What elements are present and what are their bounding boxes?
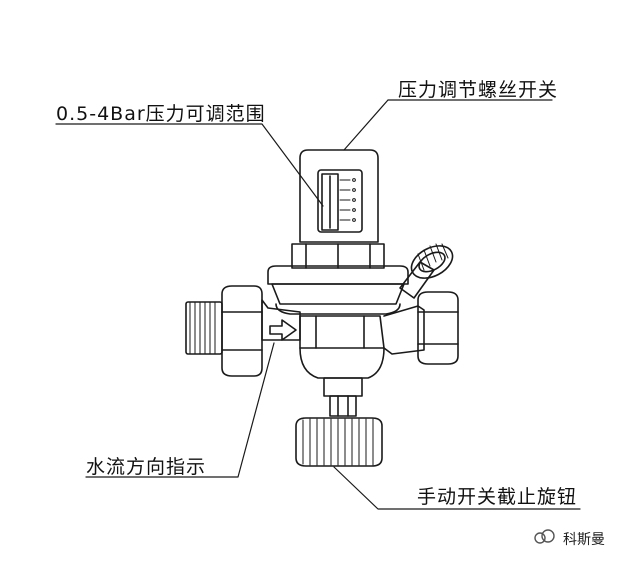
adjusting-cap: [299, 149, 379, 243]
valve-body: [261, 299, 425, 379]
gauge-port: [399, 243, 454, 299]
wechat-channel-icon: [534, 529, 555, 544]
inlet-thread: [185, 301, 223, 355]
leader-flow-direction: [85, 342, 275, 478]
label-pressure-screw: 压力调节螺丝开关: [398, 79, 559, 101]
label-manual-knob: 手动开关截止旋钮: [417, 486, 578, 508]
leader-lines: [55, 99, 581, 510]
diaphragm-housing: [267, 265, 409, 315]
leader-pressure-screw-diag: [343, 99, 389, 151]
label-flow-direction: 水流方向指示: [86, 456, 207, 478]
leader-manual-knob: [333, 466, 581, 510]
valve-stem: [323, 377, 363, 417]
flow-arrow: [269, 319, 297, 341]
pressure-scale: [339, 178, 356, 222]
outlet-nut: [417, 291, 459, 365]
cap-hex-nut: [291, 243, 385, 269]
leader-pressure-range: [55, 123, 324, 207]
inlet-hex-nut: [221, 285, 263, 377]
shutoff-knob: [295, 417, 383, 467]
label-pressure-range: 0.5-4Bar压力可调范围: [56, 103, 266, 125]
watermark-text: 科斯曼: [563, 532, 605, 548]
